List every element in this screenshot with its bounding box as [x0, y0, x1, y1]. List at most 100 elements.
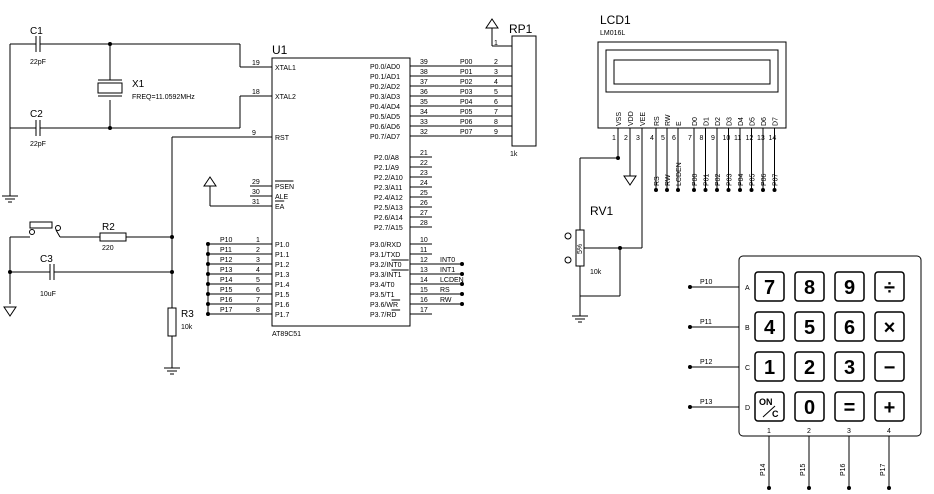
net-label-P11: P11	[220, 247, 232, 254]
net-label-P04: P04	[460, 99, 473, 106]
keypad-key[interactable]: 6	[834, 311, 865, 342]
keypad-key[interactable]: =	[834, 391, 865, 422]
keypad-key-body[interactable]	[874, 391, 905, 422]
keypad-key-body[interactable]	[754, 271, 785, 302]
keypad-key-body[interactable]	[754, 391, 785, 422]
lcd-pin-VEE-number: 3	[636, 135, 640, 142]
keypad-key-body[interactable]	[754, 311, 785, 342]
u1-pin-7-number: 7	[256, 297, 260, 304]
keypad-key[interactable]: 3	[834, 351, 865, 382]
rp1-pin-4: 4	[494, 79, 498, 86]
keypad-key-body[interactable]	[834, 351, 865, 382]
u1-pin-9-name: RST	[275, 135, 290, 142]
rp1-pin-9: 9	[494, 129, 498, 136]
keypad-key[interactable]: 5	[794, 311, 825, 342]
u1-pin-21-name: P2.0/A8	[374, 155, 399, 162]
keypad-key-label: 7	[764, 277, 775, 299]
keypad-key-label: 0	[804, 397, 815, 419]
u1-pin-14-name: P3.4/T0	[370, 282, 395, 289]
u1-pin-37-name: P0.2/AD2	[370, 84, 400, 91]
u1-pin-36-name: P0.3/AD3	[370, 94, 400, 101]
keypad-key-label: 1	[764, 357, 775, 379]
u1-pin-27-name: P2.6/A14	[374, 215, 403, 222]
keypad-key-body[interactable]	[754, 351, 785, 382]
u1-pin-1-number: 1	[256, 237, 260, 244]
keypad-key[interactable]: ×	[874, 311, 905, 342]
u1-pin-13-name: P3.3/INT1	[370, 272, 402, 279]
keypad-key-body[interactable]	[834, 391, 865, 422]
u1-pin-22-number: 22	[420, 160, 428, 167]
keypad-key-body[interactable]	[794, 391, 825, 422]
keypad-key-body[interactable]	[874, 271, 905, 302]
lcd-pins: VSS1VDD2VEE3RS4RSRW5RWE6LCDEND07P00D18P0…	[612, 111, 780, 192]
junction	[688, 285, 692, 289]
u1-pin-13-number: 13	[420, 267, 428, 274]
junction	[726, 188, 731, 192]
u1-pin-26-name: P2.5/A13	[374, 205, 403, 212]
rp1-value: 1k	[510, 151, 518, 158]
junction	[688, 365, 692, 369]
keypad-key-label: 6	[844, 317, 855, 339]
lcd-pin-D5-number: 12	[746, 135, 754, 142]
u1-microcontroller: U1 AT89C51 19XTAL118XTAL29RST29PSEN30ALE…	[203, 43, 512, 338]
u1-pin-34-name: P0.5/AD5	[370, 114, 400, 121]
u1-pin-39-name: P0.0/AD0	[370, 64, 400, 71]
keypad-key-body[interactable]	[874, 351, 905, 382]
u1-pin-32-name: P0.7/AD7	[370, 134, 400, 141]
keypad-key-body[interactable]	[794, 311, 825, 342]
keypad-key[interactable]: 0	[794, 391, 825, 422]
rv1-potentiometer: 5% RV1 10k	[564, 150, 643, 323]
keypad-key-body[interactable]	[794, 351, 825, 382]
u1-pin-24-number: 24	[420, 180, 428, 187]
junction	[715, 188, 719, 192]
u1-pin-3-number: 3	[256, 257, 260, 264]
keypad-key[interactable]: 2	[794, 351, 825, 382]
u1-pin-17-number: 17	[420, 307, 428, 314]
junction	[692, 188, 696, 192]
u1-pin-35-name: P0.4/AD4	[370, 104, 400, 111]
keypad-key-body[interactable]	[834, 311, 865, 342]
lcd-pin-D5-name: D5	[750, 117, 757, 126]
keypad-key[interactable]: 9	[834, 271, 865, 302]
r3-value: 10k	[181, 324, 193, 331]
keypad-key[interactable]: ÷	[874, 271, 905, 302]
keypad-col-3-number: 3	[847, 428, 851, 435]
u1-pin-9-number: 9	[252, 130, 256, 137]
u1-pin-16-name: P3.6/WR	[370, 302, 398, 309]
c2-ref: C2	[30, 109, 43, 120]
keypad-row-B-net: P11	[700, 319, 712, 326]
rv1-body: 5%	[577, 244, 584, 254]
rp1-pin-8: 8	[494, 119, 498, 126]
keypad-col-1-net: P14	[760, 463, 767, 476]
keypad-key[interactable]: ONC	[754, 391, 785, 422]
keypad-key[interactable]: 7	[754, 271, 785, 302]
keypad-key-body[interactable]	[794, 271, 825, 302]
u1-pin-26-number: 26	[420, 200, 428, 207]
net-label-INT1: INT1	[440, 267, 455, 274]
keypad-key[interactable]: 4	[754, 311, 785, 342]
lcd-pin-D3-number: 10	[723, 135, 731, 142]
net-label-P00-lcd: P00	[692, 173, 699, 186]
rp1-pin-7: 7	[494, 109, 498, 116]
u1-pin-30-name: ALE	[275, 194, 289, 201]
r2-ref: R2	[102, 222, 115, 233]
u1-pin-33-name: P0.6/AD6	[370, 124, 400, 131]
keypad-key[interactable]: 8	[794, 271, 825, 302]
keypad-key[interactable]: 1	[754, 351, 785, 382]
keypad-key[interactable]: +	[874, 391, 905, 422]
u1-pin-25-name: P2.4/A12	[374, 195, 403, 202]
keypad-key-body[interactable]	[874, 311, 905, 342]
lcd-pin-D2-name: D2	[715, 117, 722, 126]
junction	[887, 486, 891, 490]
keypad-key-label: +	[884, 397, 896, 419]
keypad-key-label: ON	[759, 397, 773, 407]
keypad-key-label: 9	[844, 277, 855, 299]
keypad-key-body[interactable]	[834, 271, 865, 302]
r2-value: 220	[102, 245, 114, 252]
net-label-P13: P13	[220, 267, 233, 274]
junction	[460, 262, 464, 266]
u1-pin-28-number: 28	[420, 220, 428, 227]
keypad-key[interactable]: −	[874, 351, 905, 382]
lcd-pin-D4-name: D4	[738, 117, 745, 126]
